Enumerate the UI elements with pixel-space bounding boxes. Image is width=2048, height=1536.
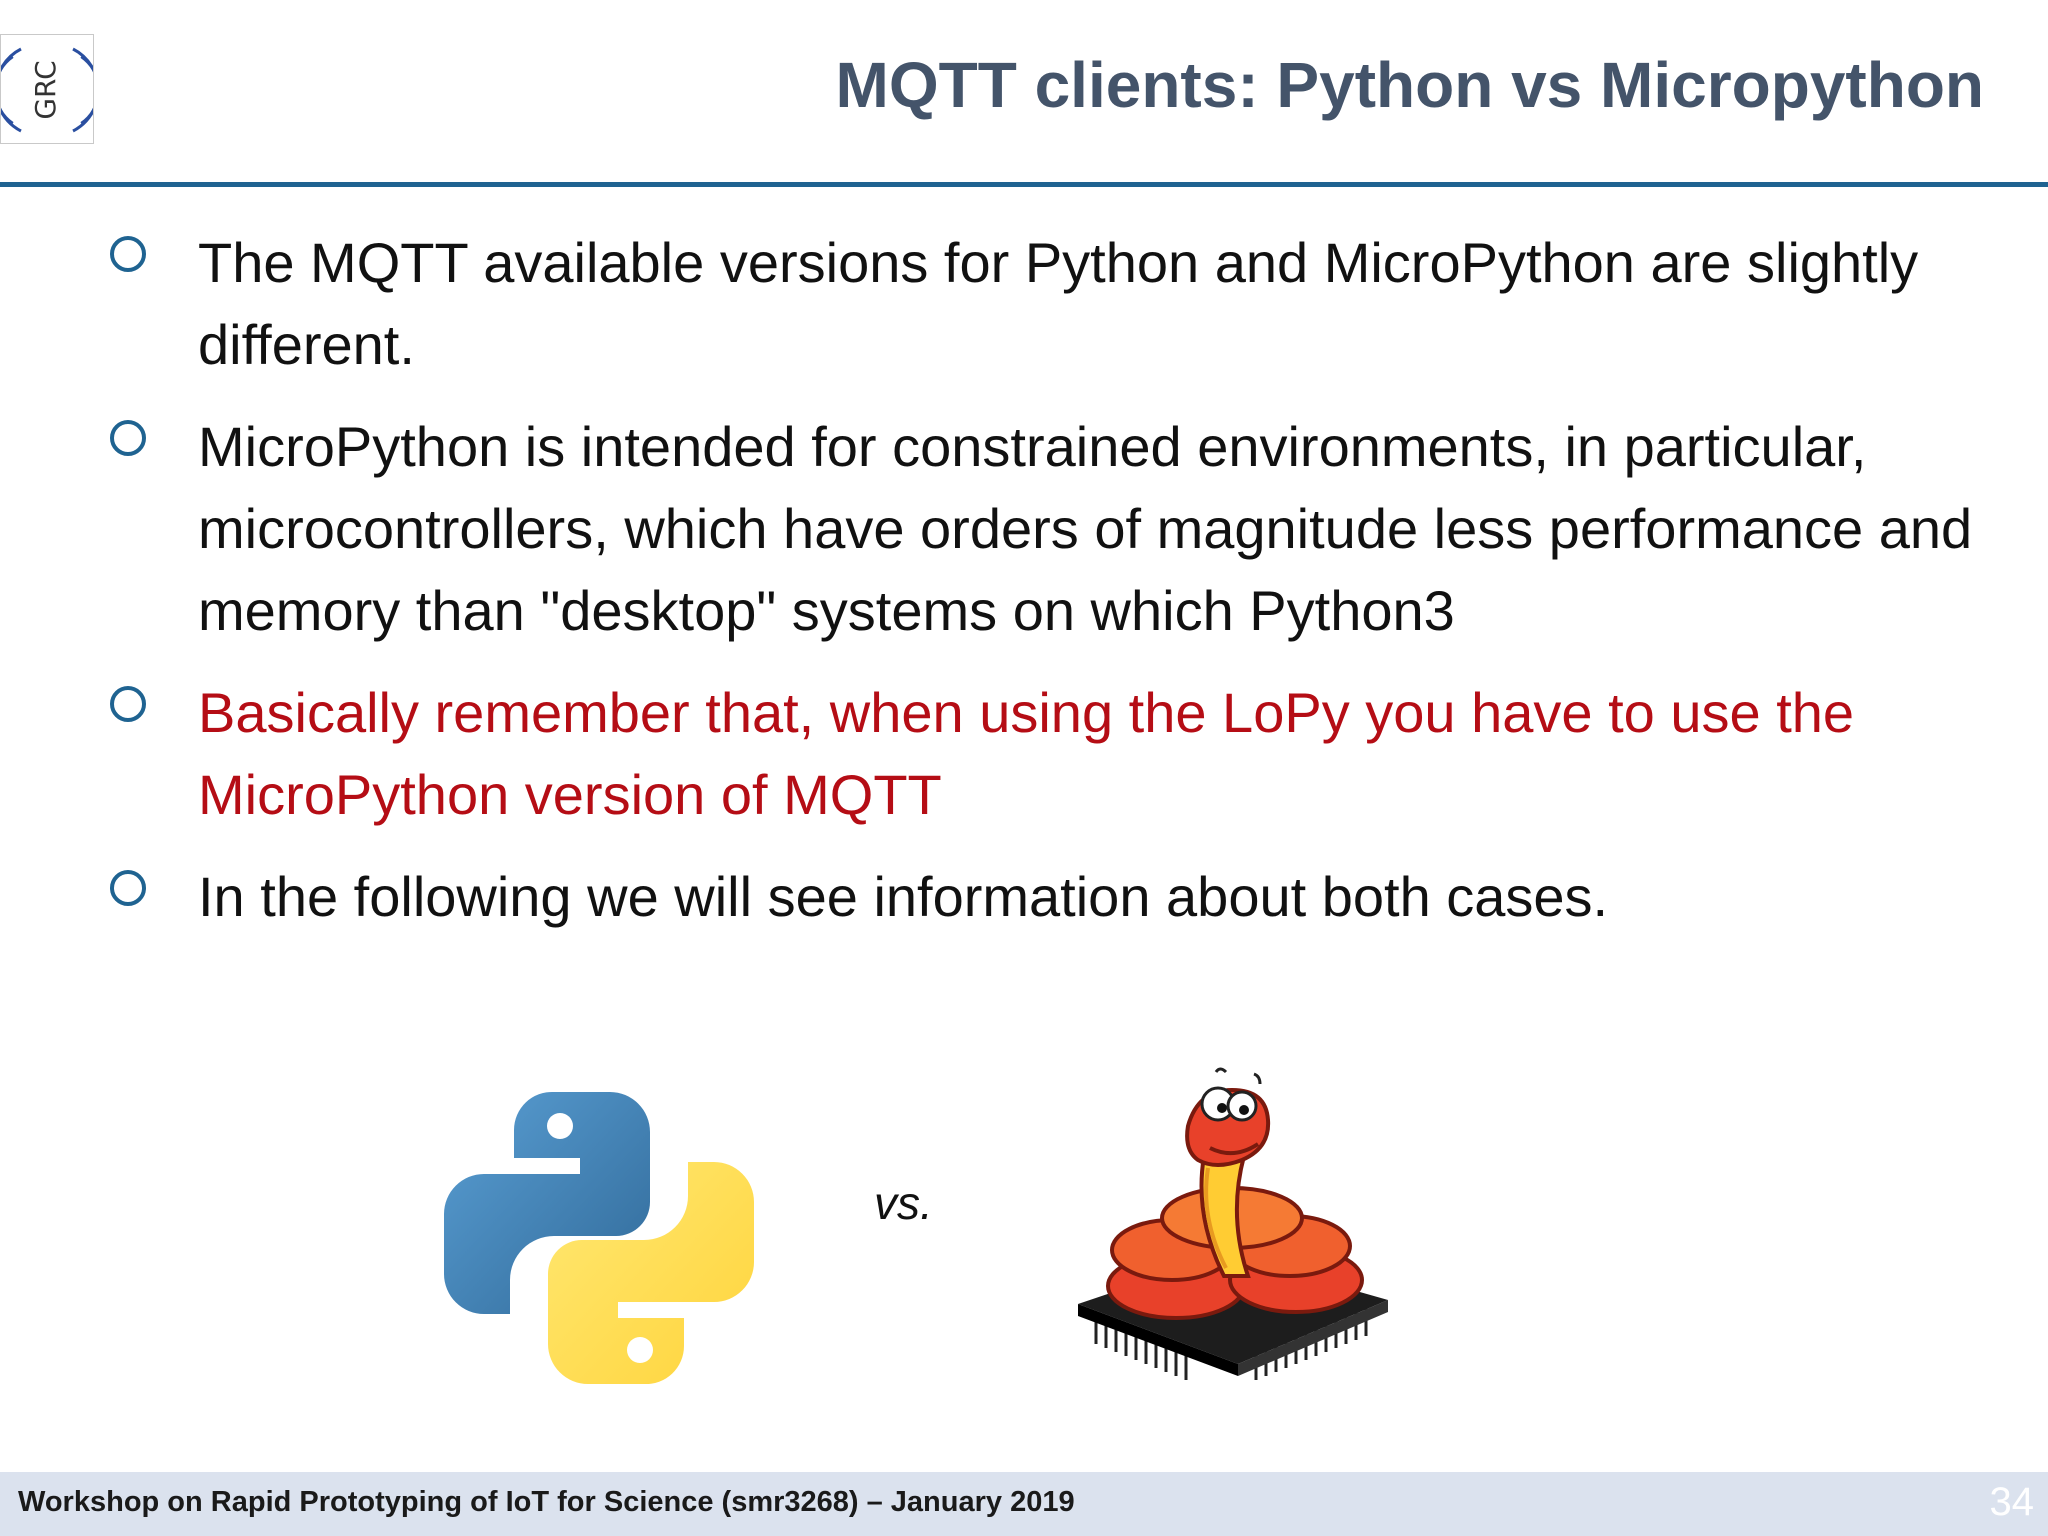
bullet-text: Basically remember that, when using the … [198,681,1855,826]
vs-label: vs. [874,1177,933,1229]
bullet-text: In the following we will see information… [198,865,1609,928]
bullet-text: The MQTT available versions for Python a… [198,231,1919,376]
grc-logo: GRC [0,34,100,144]
footer-text: Workshop on Rapid Prototyping of IoT for… [18,1486,1075,1518]
bullet-item: The MQTT available versions for Python a… [110,222,1990,386]
page-number: 34 [1989,1480,2035,1524]
circle-bullet-icon [110,686,146,722]
micropython-logo-icon [1078,1067,1388,1380]
slide-footer: Workshop on Rapid Prototyping of IoT for… [0,1472,2048,1536]
bullet-item: MicroPython is intended for constrained … [110,406,1990,652]
python-logo-icon [444,1091,754,1385]
circle-bullet-icon [110,236,146,272]
bullet-text: MicroPython is intended for constrained … [198,415,1973,642]
bullet-item-highlight: Basically remember that, when using the … [110,672,1990,836]
title-divider [0,182,2048,187]
slide-title: MQTT clients: Python vs Micropython [835,49,1985,121]
bullet-item: In the following we will see information… [110,856,1990,938]
circle-bullet-icon [110,870,146,906]
svg-text:GRC: GRC [29,60,62,119]
circle-bullet-icon [110,420,146,456]
bullet-list: The MQTT available versions for Python a… [110,222,1990,958]
